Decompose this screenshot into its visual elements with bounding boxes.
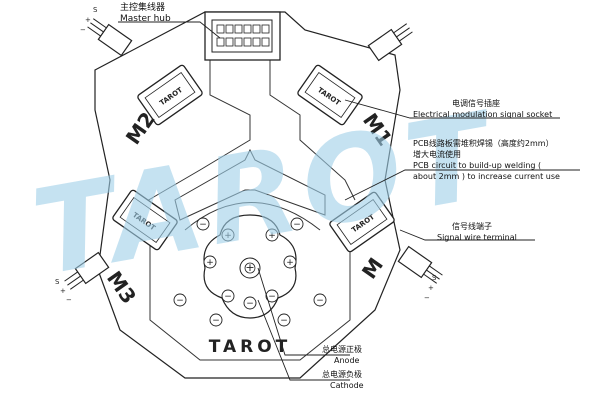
pad-sign-1: + [224, 231, 232, 241]
callout-leaders [118, 21, 580, 381]
wire-mark-br-1: S [432, 274, 437, 282]
pcb-trace-upper-right [269, 55, 356, 201]
pcb-y-channel [174, 148, 326, 221]
pcb-trace-upper-left [139, 55, 251, 206]
pad-sign-10: − [176, 296, 184, 306]
wire-mark-bl-2: + [60, 287, 66, 295]
signal-terminal-top-right [367, 23, 413, 62]
wire-mark-br-2: + [428, 284, 434, 292]
callout-cathode-cn: 总电源负极 [322, 369, 362, 379]
wire-mark-tl-1: S [93, 6, 98, 14]
callout-master-hub-cn: 主控集线器 [120, 1, 165, 13]
pad-sign-4: + [286, 258, 294, 268]
pad-sign-7: − [246, 299, 254, 309]
pad-sign-center: + [245, 261, 254, 274]
pad-sign-6: − [268, 292, 276, 302]
callout-master-hub-en: Master hub [120, 14, 171, 24]
master-hub [204, 11, 281, 61]
esc-module-m1: TAROT [297, 64, 363, 126]
callout-esc-socket-cn: 电调信号插座 [452, 98, 500, 108]
callout-signal-en: Signal wire terminal [437, 233, 517, 242]
master-hub-pins [216, 24, 270, 47]
wire-mark-tl-3: − [80, 26, 86, 34]
callout-pcb-en-2: about 2mm ) to increase current use [413, 172, 560, 181]
solder-pads [173, 217, 327, 327]
signal-terminal-top-left [87, 18, 133, 57]
wire-mark-bl-3: − [66, 296, 72, 304]
pad-sign-5: − [224, 292, 232, 302]
callout-pcb-cn-1: PCB线路板需堆积焊锡（高度约2mm） [413, 138, 554, 148]
board-brand: TAROT [209, 337, 292, 357]
callout-signal-cn: 信号线端子 [452, 221, 492, 231]
callout-anode-cn: 总电源正极 [322, 344, 362, 354]
wire-mark-br-3: − [424, 294, 430, 302]
power-hub-center [239, 257, 261, 279]
signal-terminal-bottom-right [397, 245, 443, 284]
wire-mark-tl-2: + [85, 16, 91, 24]
esc-module-m4: TAROT [329, 191, 395, 253]
callout-cathode-en: Cathode [330, 381, 364, 390]
pad-sign-13: − [280, 316, 288, 326]
pad-sign-9: − [293, 220, 301, 230]
callout-pcb-en-1: PCB circuit to build-up welding ( [413, 161, 541, 170]
pad-sign-11: − [316, 296, 324, 306]
wire-mark-bl-1: S [55, 278, 60, 286]
callout-esc-socket-en: Electrical modulation signal socket [413, 110, 552, 119]
signal-terminal-bottom-left [64, 251, 110, 290]
esc-module-m2: TAROT [137, 64, 203, 126]
power-hub-inner-ring [244, 262, 256, 274]
esc-module-m3: TAROT [112, 189, 178, 251]
pad-sign-8: − [199, 220, 207, 230]
pcb-lower-outline [149, 230, 351, 361]
pad-sign-12: − [212, 316, 220, 326]
pad-sign-2: + [268, 231, 276, 241]
callout-anode-en: Anode [334, 356, 360, 365]
pad-sign-3: + [206, 258, 214, 268]
callout-pcb-cn-2: 增大电流使用 [413, 149, 461, 159]
